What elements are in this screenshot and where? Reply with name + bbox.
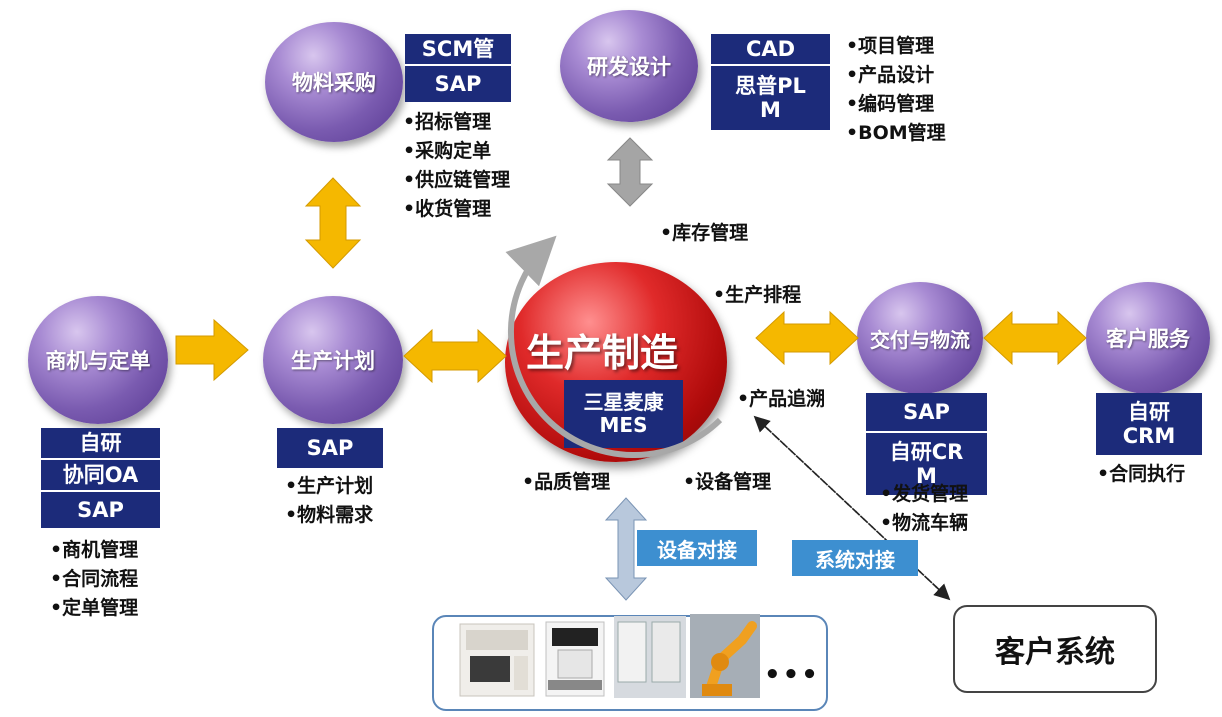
- bullet-item: •物料需求: [285, 504, 374, 526]
- node-planning: 生产计划: [263, 296, 403, 424]
- arrow-delivery-service: [983, 310, 1087, 366]
- system-delivery-sap-label: SAP: [903, 399, 950, 424]
- system-planning-sap-label: SAP: [306, 435, 354, 460]
- label-traceability: •产品追溯: [737, 388, 826, 410]
- bullets-service: •合同执行: [1097, 460, 1185, 489]
- bullets-delivery: •发货管理 •物流车辆: [880, 480, 968, 538]
- arrow-opportunity-planning: [175, 318, 249, 382]
- system-box-service-crm: 自研 CRM: [1096, 393, 1202, 455]
- system-box-procurement-scm: SCM管: [405, 34, 511, 66]
- system-service-crm-label: 自研 CRM: [1122, 399, 1176, 448]
- bullets-procurement: •招标管理 •采购定单 •供应链管理 •收货管理: [403, 108, 510, 224]
- node-planning-label: 生产计划: [291, 349, 375, 373]
- node-procurement-label: 物料采购: [292, 71, 376, 95]
- tag-device-link: 设备对接: [637, 530, 757, 566]
- bullet-item: •产品设计: [846, 64, 935, 86]
- label-equipment: •设备管理: [683, 471, 772, 493]
- customer-system-label: 客户系统: [995, 635, 1115, 670]
- machine-image-inspection: [545, 621, 605, 697]
- bullet-item: •项目管理: [846, 35, 935, 57]
- bullet-item: •生产计划: [285, 475, 374, 497]
- node-service: 客户服务: [1086, 282, 1210, 394]
- machine-image-placement: [614, 616, 686, 698]
- node-delivery-label: 交付与物流: [870, 327, 970, 352]
- bullet-item: •招标管理: [403, 111, 492, 133]
- cycle-arrow: [505, 235, 723, 459]
- system-procurement-scm-label: SCM管: [421, 36, 495, 61]
- system-opportunity-oa-label: 协同OA: [62, 462, 139, 487]
- system-procurement-sap-label: SAP: [434, 71, 482, 96]
- system-delivery-crm-label: 自研CR M: [889, 439, 964, 488]
- label-quality: •品质管理: [522, 471, 611, 493]
- bullet-item: •合同执行: [1097, 463, 1186, 485]
- bullet-item: •合同流程: [50, 568, 139, 590]
- bullets-planning: •生产计划 •物料需求: [285, 472, 373, 530]
- system-mes-label: 三星麦康 MES: [583, 390, 664, 437]
- arrow-manufacturing-delivery: [755, 310, 859, 366]
- label-scheduling: •生产排程: [713, 284, 802, 306]
- node-procurement: 物料采购: [265, 22, 403, 142]
- system-box-delivery-crm: 自研CR M: [866, 433, 987, 495]
- arrow-rnd-manufacturing: [606, 137, 654, 207]
- node-opportunity: 商机与定单: [28, 296, 168, 424]
- arrow-manufacturing-equipment: [604, 497, 648, 601]
- bullet-item: •商机管理: [50, 539, 139, 561]
- machine-image-printer: [459, 623, 535, 697]
- system-box-procurement-sap: SAP: [405, 66, 511, 102]
- tag-system-link-label: 系统对接: [815, 547, 895, 572]
- bullet-item: •采购定单: [403, 140, 492, 162]
- bullet-item: •发货管理: [880, 483, 969, 505]
- system-box-rnd-cad: CAD: [711, 34, 830, 66]
- system-opportunity-sap-label: SAP: [77, 497, 124, 522]
- equipment-ellipsis: •••: [764, 660, 820, 690]
- bullet-item: •定单管理: [50, 597, 139, 619]
- system-box-planning-sap: SAP: [277, 428, 383, 468]
- label-inventory: •库存管理: [660, 222, 749, 244]
- customer-system-box: 客户系统: [953, 605, 1157, 693]
- arrow-procurement-planning: [304, 177, 362, 269]
- bullet-item: •收货管理: [403, 198, 492, 220]
- system-box-opportunity-self: 自研: [41, 428, 160, 460]
- node-manufacturing-label: 生产制造: [526, 331, 679, 375]
- system-box-delivery-sap: SAP: [866, 393, 987, 433]
- machine-image-robot: [690, 614, 760, 698]
- system-box-opportunity-oa: 协同OA: [41, 460, 160, 492]
- system-rnd-plm-label: 思普PL M: [735, 73, 806, 122]
- bullets-opportunity: •商机管理 •合同流程 •定单管理: [50, 536, 138, 623]
- node-rnd-label: 研发设计: [587, 55, 671, 79]
- bullet-item: •供应链管理: [403, 169, 511, 191]
- arrow-planning-manufacturing: [403, 328, 507, 384]
- system-box-mes: 三星麦康 MES: [564, 380, 683, 448]
- system-rnd-cad-label: CAD: [745, 36, 796, 61]
- node-service-label: 客户服务: [1106, 327, 1190, 351]
- system-opportunity-self-label: 自研: [79, 430, 122, 455]
- node-delivery: 交付与物流: [857, 282, 983, 394]
- system-box-opportunity-sap: SAP: [41, 492, 160, 528]
- node-opportunity-label: 商机与定单: [45, 349, 151, 373]
- bullets-rnd: •项目管理 •产品设计 •编码管理 •BOM管理: [846, 32, 946, 148]
- bullet-item: •编码管理: [846, 93, 935, 115]
- node-rnd: 研发设计: [560, 10, 698, 122]
- bullet-item: •物流车辆: [880, 512, 969, 534]
- system-box-rnd-plm: 思普PL M: [711, 66, 830, 130]
- tag-system-link: 系统对接: [792, 540, 918, 576]
- tag-device-link-label: 设备对接: [657, 537, 737, 562]
- bullet-item: •BOM管理: [846, 122, 946, 144]
